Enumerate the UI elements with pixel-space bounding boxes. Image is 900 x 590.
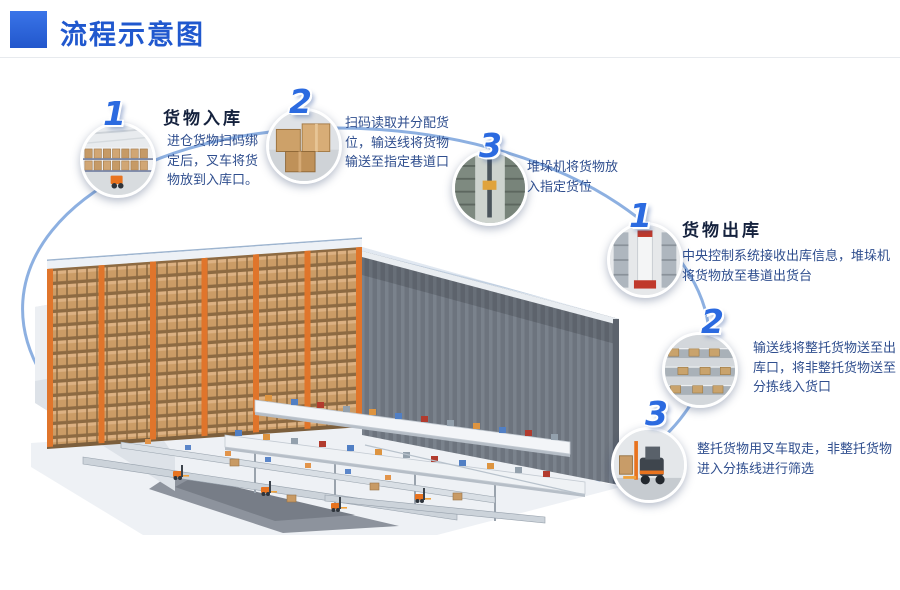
outbound-step1-number: 1	[629, 196, 652, 235]
outbound-step1-text: 中央控制系统接收出库信息，堆垛机将货物放至巷道出货台	[682, 249, 891, 284]
outbound-heading: 货物出库	[682, 221, 762, 241]
outbound-step2-number: 2	[701, 302, 724, 341]
outbound-crane-photo	[610, 225, 680, 295]
inbound-step2-number: 2	[289, 82, 312, 121]
outbound-step3-number: 3	[645, 394, 668, 433]
stacker-crane-aisle-photo	[455, 153, 525, 223]
forklift-photo	[614, 430, 684, 500]
warehouse-racks-photo	[83, 125, 153, 195]
inbound-step2-photo	[266, 108, 342, 184]
outbound-step1-photo	[607, 222, 683, 298]
carton-boxes-photo	[269, 111, 339, 181]
inbound-step2-text: 扫码读取并分配货位，输送线将货物输送至指定巷道口	[345, 116, 450, 170]
inbound-heading: 货物入库	[163, 109, 243, 129]
page-title: 流程示意图	[60, 20, 205, 51]
conveyor-line-photo	[665, 335, 735, 405]
inbound-step3-photo	[452, 150, 528, 226]
outbound-step2-photo	[662, 332, 738, 408]
outbound-step3-photo	[611, 427, 687, 503]
inbound-step1-text: 进仓货物扫码绑定后，叉车将货物放到入库口。	[167, 134, 259, 188]
inbound-step1-photo	[80, 122, 156, 198]
header-divider	[0, 57, 900, 58]
header-accent-block	[10, 11, 47, 48]
outbound-step3-text: 整托货物用叉车取走，非整托货物进入分拣线进行筛选	[697, 442, 893, 477]
inbound-step1-number: 1	[103, 94, 126, 133]
outbound-step2-text: 输送线将整托货物送至出库口，将非整托货物送至分拣线入货口	[753, 341, 897, 395]
warehouse-illustration	[31, 237, 621, 535]
inbound-step3-text: 堆垛机将货物放入指定货位	[527, 160, 619, 195]
inbound-step3-number: 3	[479, 126, 502, 165]
